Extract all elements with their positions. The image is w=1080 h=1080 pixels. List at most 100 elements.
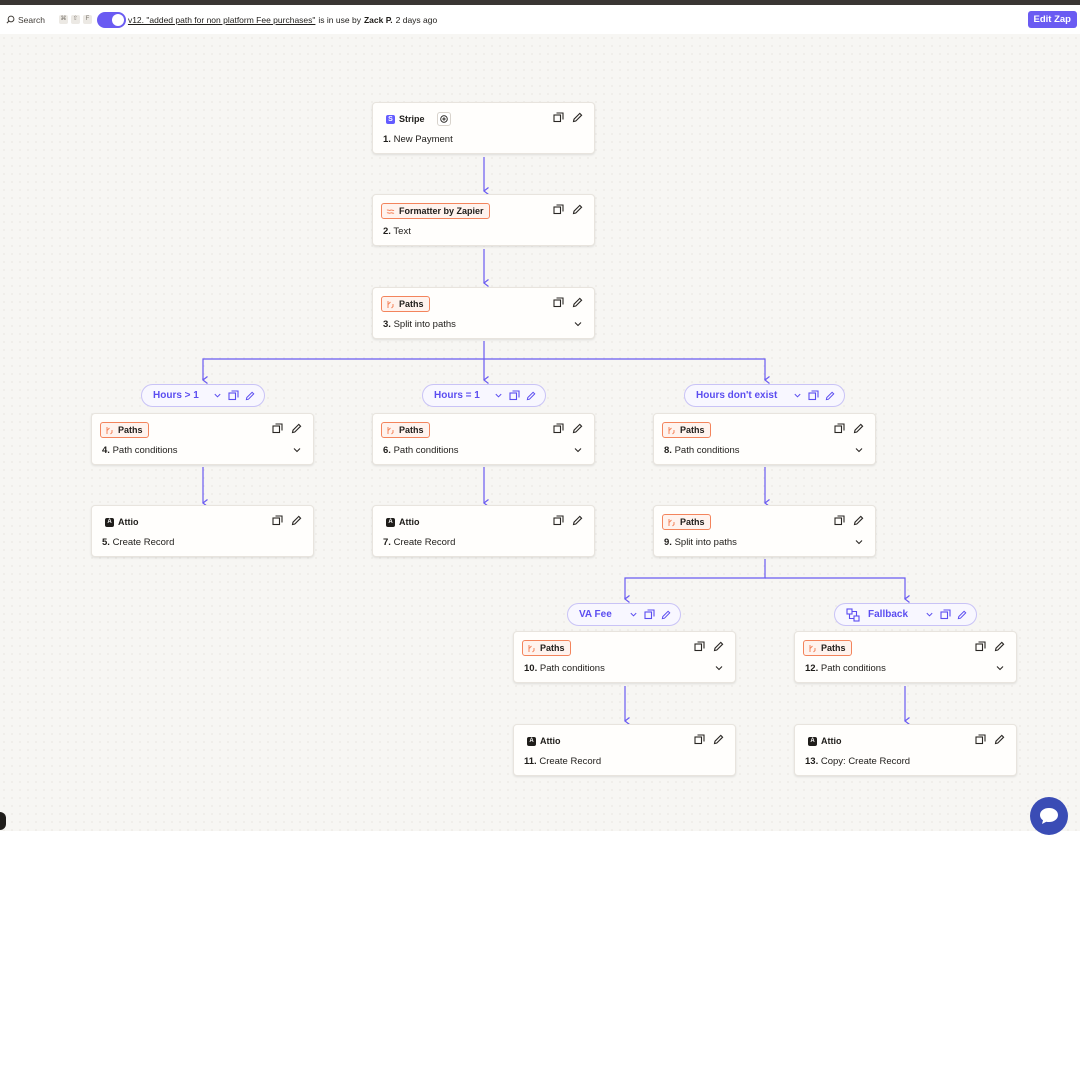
- copy-icon[interactable]: [694, 734, 705, 745]
- paths-icon: [105, 426, 114, 435]
- edit-zap-button[interactable]: Edit Zap: [1027, 11, 1077, 28]
- step-title: 4. Path conditions: [102, 445, 178, 456]
- copy-icon[interactable]: [509, 390, 520, 401]
- step-card-12[interactable]: Paths 12. Path conditions: [794, 631, 1017, 683]
- path-label: Fallback: [868, 609, 909, 620]
- version-link[interactable]: v12. "added path for non platform Fee pu…: [127, 14, 316, 25]
- copy-icon[interactable]: [553, 297, 564, 308]
- paths-icon: [667, 518, 676, 527]
- path-pill-hours-dont-exist[interactable]: Hours don't exist: [684, 384, 845, 407]
- attio-icon: A: [105, 517, 114, 527]
- app-badge: Paths: [662, 422, 711, 438]
- copy-icon[interactable]: [553, 423, 564, 434]
- step-card-3[interactable]: Paths 3. Split into paths: [372, 287, 595, 339]
- edit-icon[interactable]: [526, 391, 536, 401]
- copy-icon[interactable]: [834, 423, 845, 434]
- chevron-down-icon[interactable]: [714, 664, 724, 672]
- copy-icon[interactable]: [553, 204, 564, 215]
- step-card-6[interactable]: Paths 6. Path conditions: [372, 413, 595, 465]
- path-pill-fallback[interactable]: Fallback: [834, 603, 977, 626]
- attio-icon: A: [527, 736, 536, 746]
- step-title: 11. Create Record: [524, 756, 602, 767]
- copy-icon[interactable]: [644, 609, 655, 620]
- copy-icon[interactable]: [553, 112, 564, 123]
- edit-icon[interactable]: [713, 641, 724, 652]
- app-badge: Paths: [381, 422, 430, 438]
- search-button[interactable]: Search: [6, 15, 45, 25]
- chevron-down-icon[interactable]: [629, 610, 638, 619]
- workflow-canvas[interactable]: [0, 34, 1080, 831]
- copy-icon[interactable]: [808, 390, 819, 401]
- chevron-down-icon[interactable]: [793, 391, 802, 400]
- chat-bubble-icon: [1040, 808, 1058, 824]
- copy-icon[interactable]: [975, 734, 986, 745]
- step-title: 9. Split into paths: [664, 537, 737, 548]
- path-label: VA Fee: [579, 609, 612, 620]
- zap-on-toggle[interactable]: [96, 11, 126, 28]
- paths-icon: [527, 644, 536, 653]
- edit-icon[interactable]: [572, 515, 583, 526]
- path-label: Hours = 1: [434, 390, 480, 401]
- status-time: 2 days ago: [395, 14, 438, 25]
- copy-icon[interactable]: [553, 515, 564, 526]
- edit-icon[interactable]: [572, 204, 583, 215]
- chevron-down-icon[interactable]: [995, 664, 1005, 672]
- chevron-down-icon[interactable]: [573, 320, 583, 328]
- edit-icon[interactable]: [994, 641, 1005, 652]
- edit-icon[interactable]: [245, 391, 255, 401]
- chevron-down-icon[interactable]: [213, 391, 222, 400]
- edit-icon[interactable]: [572, 112, 583, 123]
- attio-icon: A: [808, 736, 817, 746]
- edit-icon[interactable]: [957, 610, 967, 620]
- step-card-2[interactable]: Formatter by Zapier 2. Text: [372, 194, 595, 246]
- edit-icon[interactable]: [825, 391, 835, 401]
- edit-icon[interactable]: [291, 423, 302, 434]
- step-title: 13. Copy: Create Record: [805, 756, 911, 767]
- add-icon[interactable]: [437, 112, 451, 126]
- chevron-down-icon[interactable]: [925, 610, 934, 619]
- step-card-4[interactable]: Paths 4. Path conditions: [91, 413, 314, 465]
- step-title: 1. New Payment: [383, 134, 453, 145]
- app-badge: Paths: [662, 514, 711, 530]
- path-pill-hours-eq-1[interactable]: Hours = 1: [422, 384, 546, 407]
- attio-icon: A: [386, 517, 395, 527]
- copy-icon[interactable]: [272, 423, 283, 434]
- step-card-9[interactable]: Paths 9. Split into paths: [653, 505, 876, 557]
- edit-icon[interactable]: [853, 515, 864, 526]
- copy-icon[interactable]: [694, 641, 705, 652]
- edit-icon[interactable]: [572, 297, 583, 308]
- path-pill-va-fee[interactable]: VA Fee: [567, 603, 681, 626]
- copy-icon[interactable]: [975, 641, 986, 652]
- copy-icon[interactable]: [940, 609, 951, 620]
- chevron-down-icon[interactable]: [292, 446, 302, 454]
- chevron-down-icon[interactable]: [494, 391, 503, 400]
- edit-icon[interactable]: [291, 515, 302, 526]
- app-badge: Paths: [100, 422, 149, 438]
- edit-icon[interactable]: [572, 423, 583, 434]
- chevron-down-icon[interactable]: [573, 446, 583, 454]
- copy-icon[interactable]: [272, 515, 283, 526]
- edit-icon[interactable]: [661, 610, 671, 620]
- path-label: Hours > 1: [153, 390, 199, 401]
- edit-icon[interactable]: [853, 423, 864, 434]
- step-card-8[interactable]: Paths 8. Path conditions: [653, 413, 876, 465]
- edit-icon[interactable]: [994, 734, 1005, 745]
- chevron-down-icon[interactable]: [854, 446, 864, 454]
- edit-icon[interactable]: [713, 734, 724, 745]
- chat-support-button[interactable]: [1030, 797, 1068, 835]
- copy-icon[interactable]: [228, 390, 239, 401]
- side-panel-handle[interactable]: [0, 812, 6, 830]
- copy-icon[interactable]: [834, 515, 845, 526]
- path-pill-hours-gt-1[interactable]: Hours > 1: [141, 384, 265, 407]
- chevron-down-icon[interactable]: [854, 538, 864, 546]
- status-text: is in use by: [318, 14, 361, 25]
- step-card-10[interactable]: Paths 10. Path conditions: [513, 631, 736, 683]
- search-icon: [6, 15, 15, 24]
- step-title: 6. Path conditions: [383, 445, 459, 456]
